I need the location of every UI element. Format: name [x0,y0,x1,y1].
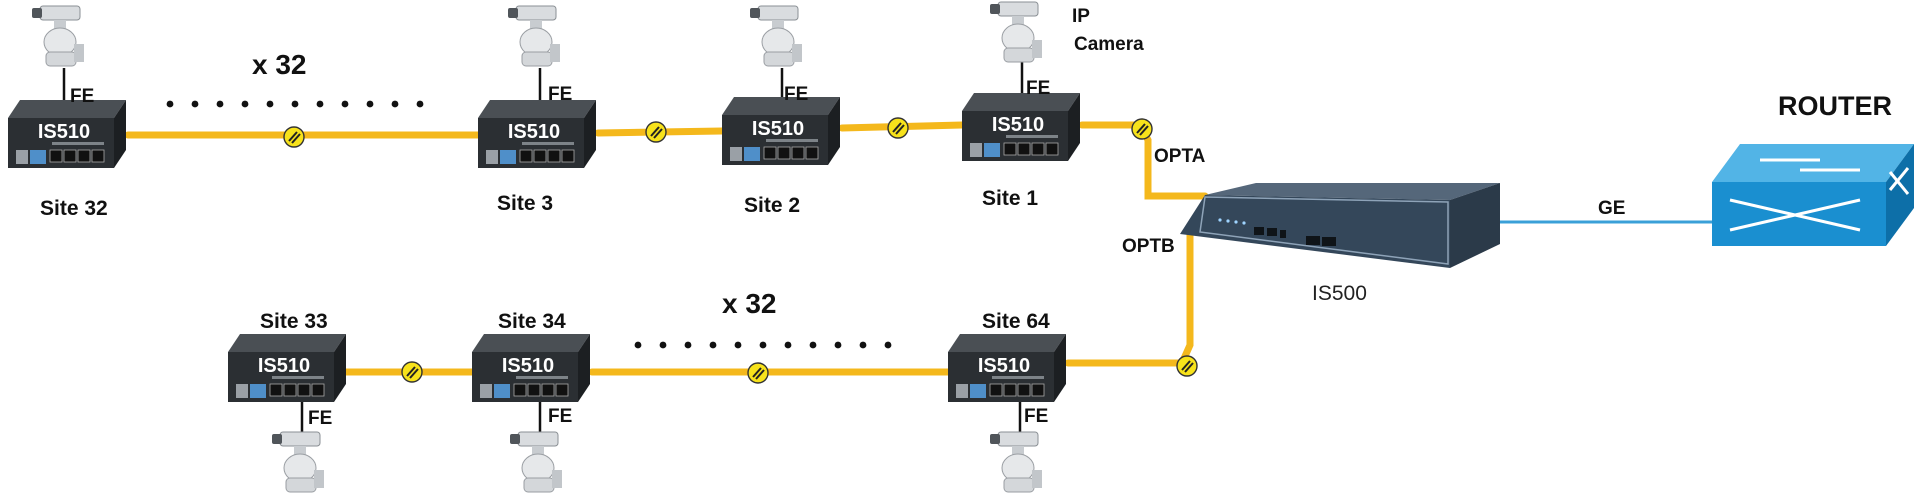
fe-label: FE [1026,78,1050,99]
site-label-3: Site 3 [497,192,553,215]
switch-site1: IS510 [961,92,1081,162]
fe-label: FE [784,84,808,105]
switch-site34: IS510 [471,333,591,403]
site-label-32: Site 32 [40,197,108,220]
is500-device [1180,183,1500,268]
site-label-64: Site 64 [982,310,1050,333]
fiber-coupler-icon [645,121,667,143]
switch-site2: IS510 [721,96,841,166]
ip-camera-icon [509,431,563,493]
multiplier-top: x 32 [252,49,307,80]
optb-label: OPTB [1122,236,1175,257]
site-label-34: Site 34 [498,310,566,333]
fiber-site1-opta [1078,121,1209,200]
switch-model-label: IS510 [258,355,310,377]
fe-label: FE [548,84,572,105]
fiber-site64-optb [1064,230,1194,367]
chain-ellipsis-bottom [634,341,892,349]
fiber-coupler-icon [887,117,909,139]
is500-label: IS500 [1312,282,1367,305]
fe-label: FE [548,406,572,427]
switch-site33: IS510 [227,333,347,403]
switch-site64: IS510 [947,333,1067,403]
fiber-coupler-icon [401,361,423,383]
switch-model-label: IS510 [502,355,554,377]
fe-label: FE [308,408,332,429]
chain-ellipsis-top [166,100,424,108]
ip-camera-icon [271,431,325,493]
switch-model-label: IS510 [508,121,560,143]
ge-label: GE [1598,198,1625,219]
fe-label: FE [70,86,94,107]
fe-label: FE [1024,406,1048,427]
site-label-1: Site 1 [982,187,1038,210]
ip-camera-icon [989,1,1043,63]
fiber-coupler-icon [1176,355,1198,377]
ip-camera-icon [31,5,85,67]
ip-camera-icon [989,431,1043,493]
router-label: ROUTER [1778,91,1892,121]
ip-camera-icon [507,5,561,67]
site-label-2: Site 2 [744,194,800,217]
switch-site32: IS510 [7,99,127,169]
switch-model-label: IS510 [38,121,90,143]
fiber-coupler-icon [747,362,769,384]
camera-label-line2: Camera [1074,34,1144,55]
switch-site3: IS510 [477,99,597,169]
camera-label-line1: IP [1072,6,1090,27]
switch-model-label: IS510 [992,114,1044,136]
fiber-coupler-icon [1131,118,1153,140]
site-label-33: Site 33 [260,310,328,333]
fiber-coupler-icon [283,126,305,148]
switch-model-label: IS510 [752,118,804,140]
opta-label: OPTA [1154,146,1206,167]
router-icon [1712,144,1914,246]
multiplier-bottom: x 32 [722,288,777,319]
ip-camera-icon [749,5,803,67]
switch-model-label: IS510 [978,355,1030,377]
